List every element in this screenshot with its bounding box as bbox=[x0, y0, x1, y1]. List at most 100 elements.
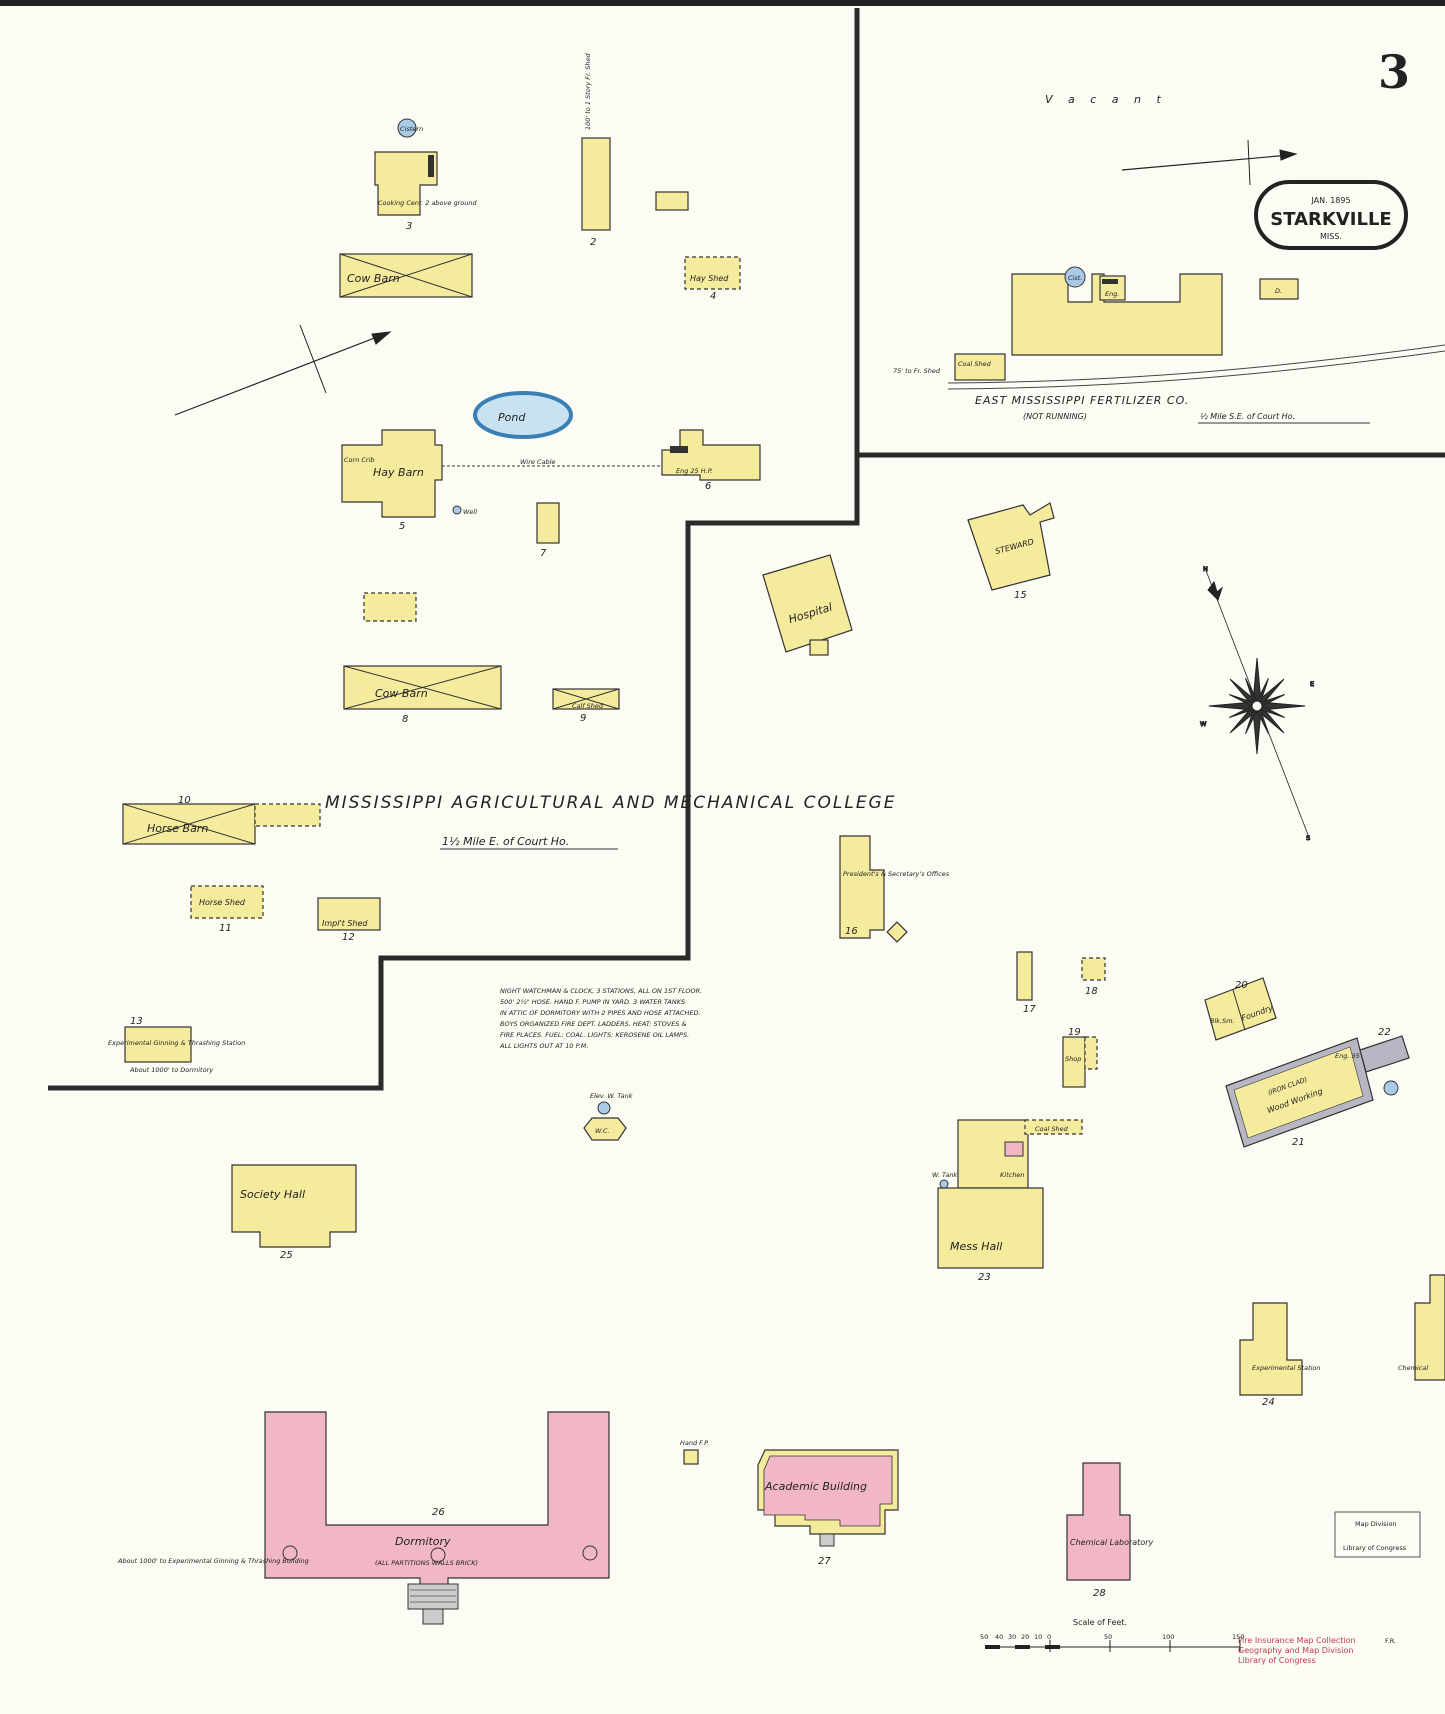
kitchen: Kitchen bbox=[1000, 1171, 1024, 1179]
num-8: 8 bbox=[402, 714, 408, 725]
cow-barn-upper: Cow Barn bbox=[347, 272, 400, 285]
cartouche-town: STARKVILLE bbox=[1270, 209, 1391, 230]
wc-group: Elev. W. Tank W.C. bbox=[583, 1092, 633, 1141]
hay-shed: Hay Shed bbox=[690, 274, 729, 283]
cistern-icon bbox=[1064, 266, 1086, 288]
num-23: 23 bbox=[978, 1272, 991, 1283]
num-10: 10 bbox=[178, 795, 191, 806]
blk-sm: Blk.Sm. bbox=[1210, 1017, 1235, 1025]
compass-w: W bbox=[1200, 720, 1207, 728]
well-label: Well bbox=[463, 508, 477, 516]
stamp-library: Library of Congress bbox=[1343, 1544, 1407, 1552]
fert-name: EAST MISSISSIPPI FERTILIZER CO. bbox=[975, 394, 1189, 407]
scale-t5: 0 bbox=[1047, 1633, 1051, 1641]
tank-icon bbox=[1383, 1080, 1399, 1096]
corn-crib: Corn Crib bbox=[344, 456, 375, 464]
scale-t6: 50 bbox=[1104, 1633, 1112, 1641]
ginning-note: About 1000' to Dormitory bbox=[129, 1066, 213, 1074]
coal-shed-mess: Coal Shed bbox=[1035, 1125, 1069, 1133]
pond-label: Pond bbox=[498, 411, 526, 424]
calf-shed: Calf Shed bbox=[572, 702, 604, 710]
num-11: 11 bbox=[219, 923, 232, 934]
num-5: 5 bbox=[399, 521, 405, 532]
fert-cist: Cist. bbox=[1068, 274, 1082, 282]
eng-25hp: Eng 25 H.P. bbox=[676, 467, 713, 475]
collection-stamp: Fire Insurance Map Collection Geography … bbox=[1238, 1636, 1356, 1665]
num-24: 24 bbox=[1262, 1397, 1275, 1408]
library-stamp: Map Division Library of Congress bbox=[1334, 1511, 1421, 1558]
chem-lab-label: Chemical Laboratory bbox=[1070, 1538, 1154, 1547]
top-edge bbox=[0, 0, 1445, 6]
num-7: 7 bbox=[540, 548, 547, 559]
num-19: 19 bbox=[1068, 1027, 1081, 1038]
wc-label: W.C. bbox=[595, 1127, 610, 1135]
num-27: 27 bbox=[818, 1556, 831, 1567]
society-hall: Society Hall 25 bbox=[231, 1164, 357, 1261]
cistern-label: Cistern bbox=[400, 125, 423, 133]
cartouche: JAN. 1895 STARKVILLE MISS. bbox=[1254, 180, 1408, 250]
experimental-station: Experimental Station 24 Chemical bbox=[1239, 1274, 1445, 1408]
fert-status: (NOT RUNNING) bbox=[1023, 412, 1087, 421]
collection-2: Geography and Map Division bbox=[1238, 1646, 1353, 1655]
page-number: 3 bbox=[1378, 45, 1410, 99]
horse-shed: Horse Shed bbox=[199, 898, 246, 907]
num-12: 12 bbox=[342, 932, 355, 943]
num-6: 6 bbox=[705, 481, 711, 492]
dorm-note: About 1000' to Experimental Ginning & Th… bbox=[117, 1557, 309, 1565]
dormitory: Dormitory (ALL PARTITIONS WALLS BRICK) 2… bbox=[117, 1411, 610, 1625]
num-17: 17 bbox=[1023, 1004, 1036, 1015]
vacant-label: V a c a n t bbox=[1045, 93, 1167, 106]
num-13: 13 bbox=[130, 1016, 143, 1027]
collection-1: Fire Insurance Map Collection bbox=[1238, 1636, 1356, 1645]
hay-barn: Hay Barn bbox=[373, 466, 424, 479]
compass-n: N bbox=[1203, 565, 1208, 573]
initials: F.R. bbox=[1385, 1637, 1396, 1645]
tank-icon bbox=[939, 1179, 949, 1189]
college-name: MISSISSIPPI AGRICULTURAL AND MECHANICAL … bbox=[325, 793, 896, 813]
hand-fp-box bbox=[683, 1449, 699, 1465]
section-boundaries bbox=[48, 8, 1445, 1091]
ginning-station: Experimental Ginning & Thrashing Station bbox=[108, 1039, 245, 1047]
scale-t4: 10 bbox=[1034, 1633, 1042, 1641]
scale-t0: 50 bbox=[980, 1633, 988, 1641]
num-25: 25 bbox=[280, 1250, 293, 1261]
num-4: 4 bbox=[710, 291, 716, 302]
compass-s: S bbox=[1306, 834, 1310, 842]
num-15: 15 bbox=[1014, 590, 1027, 601]
fert-distance: ½ Mile S.E. of Court Ho. bbox=[1200, 412, 1295, 421]
num-22: 22 bbox=[1378, 1027, 1391, 1038]
presidents-offices: President's & Secretary's Offices 16 bbox=[839, 835, 950, 943]
horse-barn: Horse Barn bbox=[147, 822, 208, 835]
north-arrow-upper-right bbox=[1121, 139, 1298, 186]
num-21: 21 bbox=[1292, 1137, 1305, 1148]
num-16: 16 bbox=[845, 926, 858, 937]
water-tank-icon bbox=[597, 1101, 611, 1115]
compass-rose: N E S W bbox=[1200, 565, 1315, 843]
wire-cable: Wire Cable bbox=[520, 458, 555, 466]
eng-35hp: Eng. 35 H.P. bbox=[1335, 1052, 1374, 1060]
small-structures: 17 18 Shop 19 bbox=[1016, 951, 1106, 1088]
chemical-lab: Chemical Laboratory 28 bbox=[1066, 1462, 1154, 1599]
impl-shed: Impl't Shed bbox=[322, 919, 368, 928]
note-2: 500' 2½" HOSE. HAND F. PUMP IN YARD. 3 W… bbox=[500, 998, 685, 1006]
scale-t2: 30 bbox=[1008, 1633, 1016, 1641]
chemical-partial: Chemical bbox=[1398, 1364, 1428, 1372]
elev-tank: Elev. W. Tank bbox=[590, 1092, 633, 1100]
note-4: BOYS ORGANIZED FIRE DEPT. LADDERS. HEAT:… bbox=[500, 1020, 687, 1028]
scale-t3: 20 bbox=[1021, 1633, 1029, 1641]
num-2: 2 bbox=[590, 237, 596, 248]
cooking-note: Cooking Cenr. 2 above ground bbox=[378, 199, 477, 207]
cartouche-state: MISS. bbox=[1320, 232, 1342, 241]
stamp-division: Map Division bbox=[1355, 1520, 1397, 1528]
fert-eng: Eng. bbox=[1105, 290, 1119, 298]
num-9: 9 bbox=[580, 713, 586, 724]
cow-barn-lower: Cow Barn bbox=[375, 687, 428, 700]
all-partitions: (ALL PARTITIONS WALLS BRICK) bbox=[375, 1559, 478, 1567]
cistern-icon bbox=[397, 118, 417, 138]
exp-station-label: Experimental Station bbox=[1252, 1364, 1321, 1372]
shop-label: Shop bbox=[1065, 1055, 1081, 1063]
presidents-label: President's & Secretary's Offices bbox=[843, 870, 950, 878]
academic-building: Academic Building 27 bbox=[757, 1449, 899, 1567]
fert-shed-note: 75' to Fr. Shed bbox=[893, 367, 941, 375]
